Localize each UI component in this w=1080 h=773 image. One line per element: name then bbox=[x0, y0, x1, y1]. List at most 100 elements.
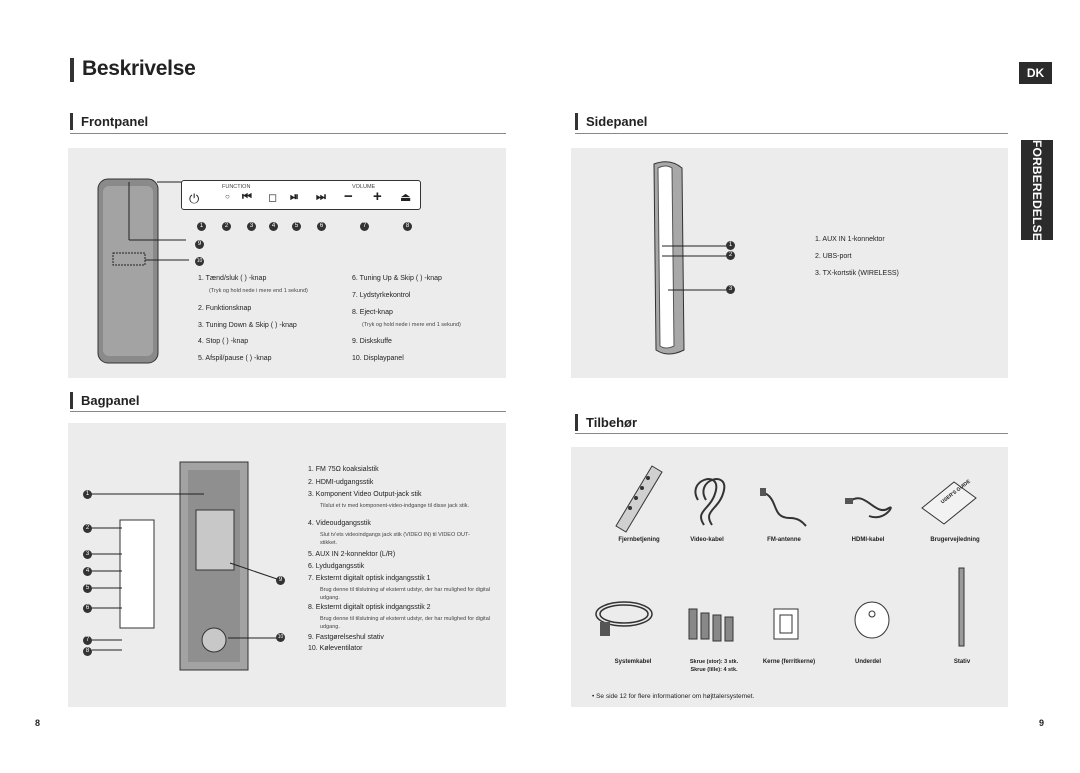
section-tab: FORBEREDELSE bbox=[1021, 140, 1053, 241]
accessory-system-cable-label: Systemkabel bbox=[614, 659, 652, 665]
back-item-4-note: Slut tv'ets videoindgangs jack stik (VID… bbox=[320, 532, 470, 546]
front-item-2: 2. Funktionsknap bbox=[198, 305, 252, 312]
accessory-screws-large-label: Skrue (stor): 3 stk. bbox=[689, 659, 739, 665]
accessory-user-guide-label: Brugervejledning bbox=[930, 537, 980, 543]
front-item-1-note: (Tryk og hold nede i mere end 1 sekund) bbox=[209, 288, 308, 294]
back-item-6: 6. Lydudgangsstik bbox=[308, 563, 365, 570]
back-callout-10: 10 bbox=[276, 633, 285, 642]
back-item-2: 2. HDMI-udgangsstik bbox=[308, 479, 374, 486]
back-callout-5: 5 bbox=[83, 584, 92, 593]
play-pause-icon: ⏯ bbox=[290, 191, 299, 203]
side-speaker-illustration bbox=[653, 161, 726, 355]
callout-7: 7 bbox=[360, 222, 369, 231]
front-item-3: 3. Tuning Down & Skip ( ) -knap bbox=[198, 322, 297, 329]
back-item-5: 5. AUX IN 2-konnektor (L/R) bbox=[308, 551, 396, 558]
function-label: FUNCTION bbox=[222, 184, 251, 190]
back-item-3: 3. Komponent Video Output-jack stik bbox=[308, 491, 422, 498]
volume-down-icon: − bbox=[344, 188, 353, 205]
user-guide-illustration bbox=[921, 481, 977, 525]
tuning-up-icon: ⏭ bbox=[316, 191, 326, 203]
back-callout-4: 4 bbox=[83, 567, 92, 576]
language-badge: DK bbox=[1019, 62, 1052, 84]
title-bar bbox=[70, 58, 74, 82]
front-item-7: 7. Lydstyrkekontrol bbox=[352, 292, 411, 299]
back-callout-2: 2 bbox=[83, 524, 92, 533]
eject-icon: ⏏ bbox=[400, 190, 412, 204]
callout-3: 3 bbox=[247, 222, 256, 231]
front-item-1: 1. Tænd/sluk ( ) -knap bbox=[198, 275, 267, 282]
sidepanel-rule bbox=[575, 133, 1008, 134]
callout-2: 2 bbox=[222, 222, 231, 231]
page-number-left: 8 bbox=[35, 718, 41, 728]
front-speaker-illustration bbox=[97, 178, 189, 364]
callout-1: 1 bbox=[197, 222, 206, 231]
tuning-down-icon: ⏮ bbox=[242, 191, 252, 203]
accessory-base-label: Underdel bbox=[854, 659, 881, 665]
back-callout-9: 9 bbox=[276, 576, 285, 585]
bagpanel-rule bbox=[70, 411, 506, 412]
accessory-video-cable-label: Video-kabel bbox=[690, 537, 724, 543]
back-item-7: 7. Eksternt digitalt optisk indgangsstik… bbox=[308, 575, 431, 582]
front-item-10: 10. Displaypanel bbox=[352, 355, 404, 362]
accessory-remote-label: Fjernbetjening bbox=[618, 537, 660, 543]
back-callout-6: 6 bbox=[83, 604, 92, 613]
screws-illustration bbox=[688, 608, 734, 642]
back-item-8: 8. Eksternt digitalt optisk indgangsstik… bbox=[308, 604, 431, 611]
power-icon: ⏻ bbox=[189, 191, 200, 206]
side-item-1: 1. AUX IN 1-konnektor bbox=[815, 236, 885, 243]
remote-control-illustration bbox=[615, 465, 663, 533]
back-item-10: 10. Køleventilator bbox=[308, 645, 363, 652]
front-callout-lines bbox=[157, 181, 182, 183]
hdmi-cable-illustration bbox=[845, 497, 892, 519]
stop-icon: ◻ bbox=[268, 192, 278, 204]
frontpanel-rule bbox=[70, 133, 506, 134]
system-cable-illustration bbox=[595, 601, 653, 636]
front-control-strip bbox=[181, 180, 421, 210]
sidepanel-heading: Sidepanel bbox=[575, 113, 647, 130]
bagpanel-heading: Bagpanel bbox=[70, 392, 140, 409]
video-cable-illustration bbox=[694, 478, 726, 526]
ferrite-core-illustration bbox=[773, 608, 799, 640]
callout-5: 5 bbox=[292, 222, 301, 231]
page-number-right: 9 bbox=[1039, 718, 1045, 728]
accessory-stand-label: Stativ bbox=[953, 659, 971, 665]
back-item-4: 4. Videoudgangsstik bbox=[308, 520, 371, 527]
stand-illustration bbox=[958, 567, 965, 647]
back-item-1: 1. FM 75Ω koaksialstik bbox=[308, 466, 379, 473]
back-callout-1: 1 bbox=[83, 490, 92, 499]
side-callout-3: 3 bbox=[726, 285, 735, 294]
accessory-screws-small-label: Skrue (lille): 4 stk. bbox=[690, 667, 738, 673]
callout-8: 8 bbox=[403, 222, 412, 231]
front-item-8-note: (Tryk og hold nede i mere end 1 sekund) bbox=[362, 322, 461, 328]
back-item-9: 9. Fastgørelseshul stativ bbox=[308, 634, 384, 641]
back-callout-7: 7 bbox=[83, 636, 92, 645]
back-item-3-note: Tilslut et tv med komponent-video-indgan… bbox=[320, 503, 469, 509]
back-callout-8: 8 bbox=[83, 647, 92, 656]
page-title: Beskrivelse bbox=[82, 57, 196, 80]
front-item-4: 4. Stop ( ) -knap bbox=[198, 338, 249, 345]
back-item-7-note: Brug denne til tilslutning af eksternt u… bbox=[320, 587, 490, 601]
side-callout-1: 1 bbox=[726, 241, 735, 250]
back-item-8-note: Brug denne til tilslutning af eksternt u… bbox=[320, 616, 490, 630]
fm-antenna-illustration bbox=[760, 488, 807, 527]
front-item-9: 9. Diskskuffe bbox=[352, 338, 392, 345]
front-item-8: 8. Eject-knap bbox=[352, 309, 393, 316]
side-item-3: 3. TX-kortstik (WIRELESS) bbox=[815, 270, 899, 277]
accessory-footnote: • Se side 12 for flere informationer om … bbox=[592, 693, 755, 700]
tilbehor-heading: Tilbehør bbox=[575, 414, 637, 431]
accessory-ferrite-core-label: Kerne (ferritkerne) bbox=[762, 659, 816, 665]
front-item-5: 5. Afspil/pause ( ) -knap bbox=[198, 355, 272, 362]
side-callout-2: 2 bbox=[726, 251, 735, 260]
base-illustration bbox=[854, 601, 890, 639]
volume-label: VOLUME bbox=[352, 184, 376, 190]
sidepanel-panel bbox=[571, 148, 1008, 378]
frontpanel-heading: Frontpanel bbox=[70, 113, 148, 130]
back-callout-3: 3 bbox=[83, 550, 92, 559]
tilbehor-rule bbox=[575, 433, 1008, 434]
callout-6: 6 bbox=[317, 222, 326, 231]
function-button-icon: ○ bbox=[225, 192, 230, 201]
callout-4: 4 bbox=[269, 222, 278, 231]
accessory-fm-antenna-label: FM-antenne bbox=[767, 537, 801, 543]
front-item-6: 6. Tuning Up & Skip ( ) -knap bbox=[352, 275, 442, 282]
side-item-2: 2. UBS-port bbox=[815, 253, 852, 260]
